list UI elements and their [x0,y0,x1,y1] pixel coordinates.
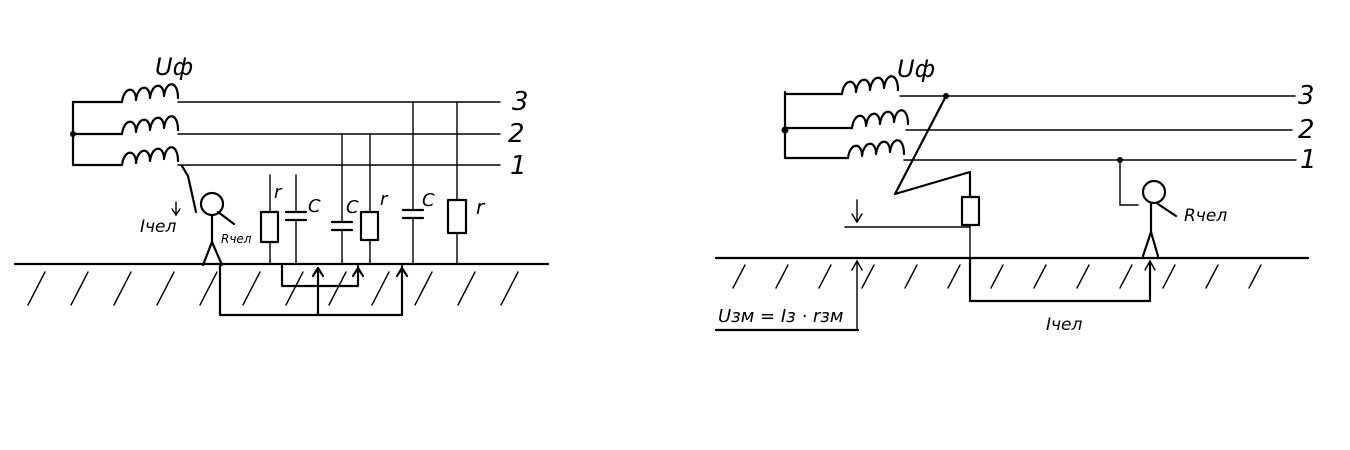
right-coil-3 [840,75,900,96]
right-diagram: Uф 3 2 1 [714,55,1317,335]
right-ground-hatch [732,264,1262,289]
left-return-path [218,264,409,317]
left-resistor-2 [359,210,380,242]
left-ground-hatch [27,271,519,306]
left-human [180,164,236,267]
left-current-arrow [171,201,181,217]
left-line-label-1: 1 [510,151,527,181]
left-component-label-r1: r [274,182,283,203]
right-line-label-2: 2 [1298,115,1315,145]
left-inductance-label: Uф [155,53,193,81]
left-body-resistance-label: Rчел [221,232,252,246]
left-human-head [199,191,225,217]
right-human [1141,179,1178,258]
right-fault-zigzag [893,94,972,198]
left-capacitor-1 [284,210,308,222]
left-resistor-3 [446,198,468,235]
left-resistor-1 [259,210,280,244]
left-line-label-2: 2 [508,119,525,149]
left-coil-1 [120,146,180,167]
right-human-head [1141,179,1167,205]
left-component-label-c1: C [308,196,321,217]
left-current-label: Iчел [140,217,177,237]
right-current-label: Iчел [1046,315,1083,335]
left-capacitor-2 [330,220,354,232]
left-coils [71,83,180,167]
left-capacitor-3 [401,208,425,220]
right-touch-wire [1119,159,1139,206]
right-voltage-formula: Uзм = Iз · rзм [718,306,843,327]
left-line-label-3: 3 [512,87,529,117]
left-component-label-c2: C [346,197,359,218]
left-coil-3 [120,83,180,104]
right-fault-resistor [960,195,981,227]
left-component-label-r3: r [476,195,486,219]
right-coil-2 [850,109,910,130]
left-coil-2 [120,115,180,136]
right-coil-1 [846,139,906,160]
right-line-label-1: 1 [1300,145,1317,175]
right-coils [783,75,910,160]
right-body-resistance-label: Rчел [1184,206,1227,226]
left-diagram: Uф 3 2 1 Iчел Rчел [13,53,550,317]
right-line-label-3: 3 [1298,81,1315,111]
left-component-label-c3: C [422,190,435,211]
right-inductance-label: Uф [897,55,935,83]
left-component-label-r2: r [380,189,389,210]
right-return-path [968,256,1152,303]
